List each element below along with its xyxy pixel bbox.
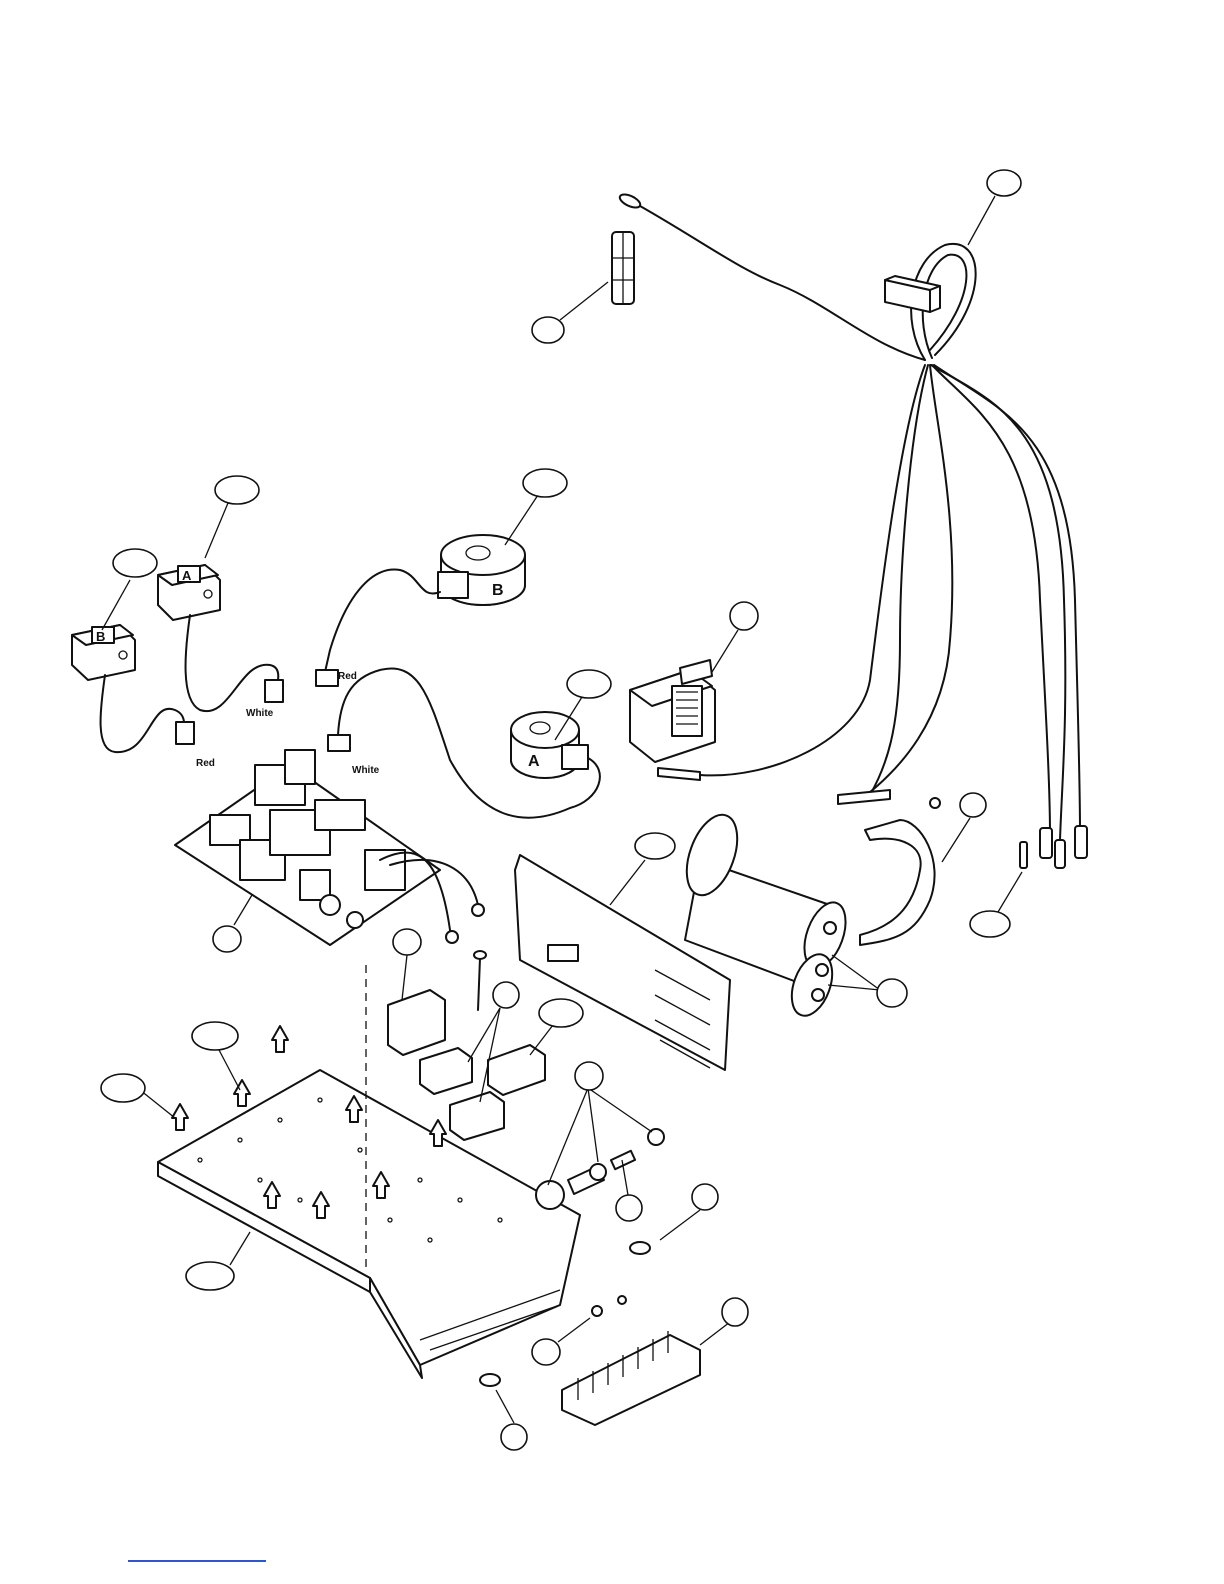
- fuse-holder: [612, 232, 634, 304]
- wire-white-label-1: White: [246, 708, 274, 719]
- footer-rule: [128, 1560, 266, 1562]
- wiring-harness: [618, 192, 1087, 868]
- ct-b-label: B: [492, 582, 504, 599]
- wire-white-label-2: White: [352, 765, 380, 776]
- wire-red-label-1: Red: [196, 758, 215, 769]
- sensor-coil-b: B Red: [72, 625, 215, 769]
- sensor-coil-a: A White: [158, 565, 283, 719]
- wire-red-label-2: Red: [338, 671, 357, 682]
- coil-b-label: B: [96, 629, 105, 644]
- current-transformer-b: B Red: [316, 535, 525, 686]
- terminal-block: [562, 1331, 700, 1425]
- relays: [388, 990, 545, 1140]
- control-board: [175, 750, 484, 945]
- ct-a-label: A: [528, 753, 540, 770]
- mounting-strap: [860, 798, 940, 945]
- coil-a-label: A: [182, 568, 192, 583]
- transformer: [630, 660, 715, 762]
- current-transformer-a: A White: [328, 668, 600, 817]
